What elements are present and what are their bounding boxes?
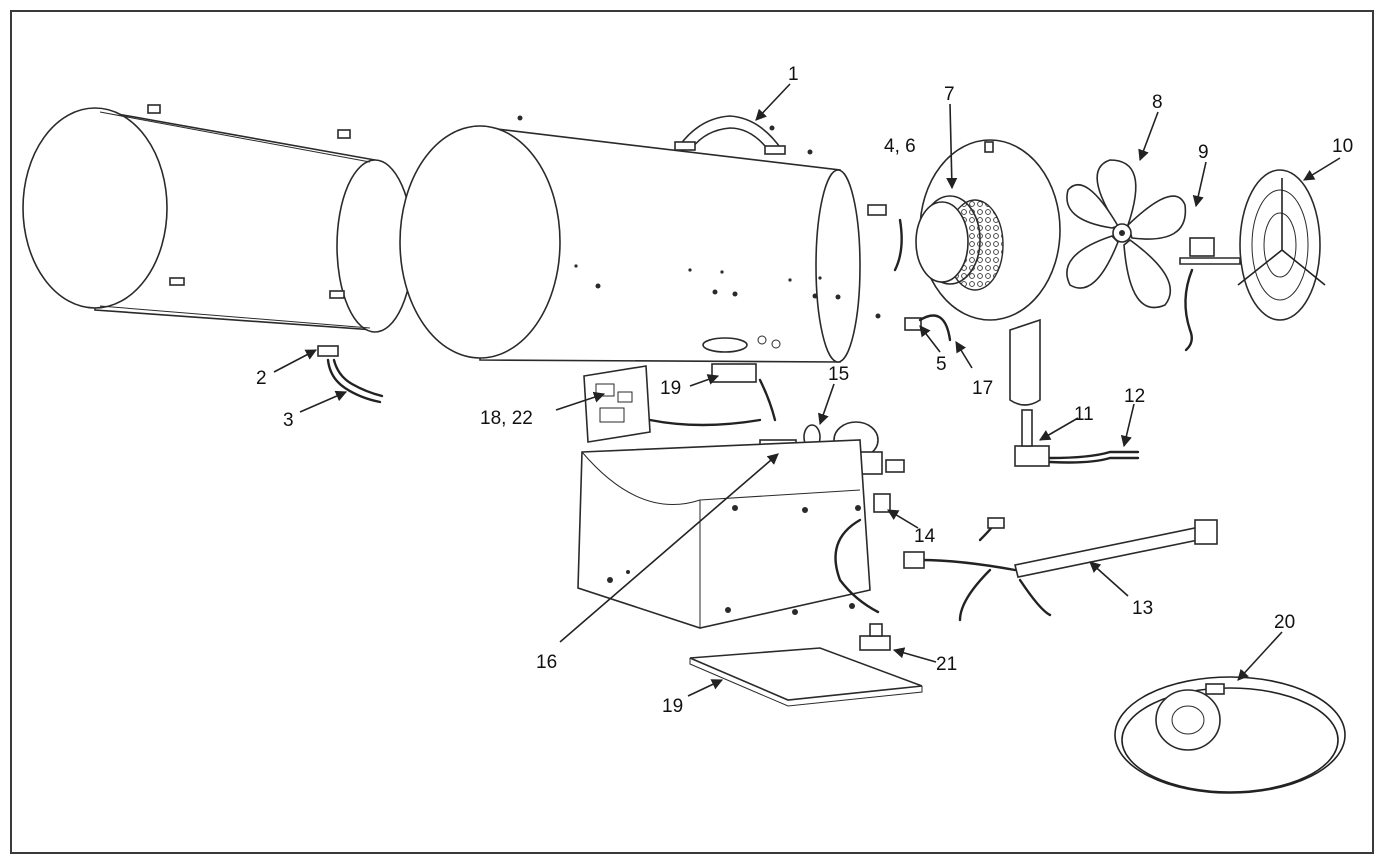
callout-4-6: 4, 6 bbox=[884, 136, 916, 157]
callout-19-upper: 19 bbox=[660, 378, 681, 399]
callout-12: 12 bbox=[1124, 386, 1145, 407]
callout-7: 7 bbox=[944, 84, 955, 105]
bottom-panel-part bbox=[689, 647, 923, 707]
hose-regulator-part bbox=[1114, 676, 1346, 794]
callout-15: 15 bbox=[828, 364, 849, 385]
diagram-frame bbox=[10, 10, 1374, 854]
callout-1: 1 bbox=[788, 64, 799, 85]
callout-19-lower: 19 bbox=[662, 696, 683, 717]
sensor-part bbox=[317, 345, 384, 404]
callout-14: 14 bbox=[914, 526, 936, 547]
fan-guard-part bbox=[1237, 169, 1326, 321]
handle-part bbox=[674, 115, 786, 155]
fan-blade-part bbox=[1066, 159, 1187, 309]
front-outer-shell bbox=[399, 115, 881, 363]
combustion-plate-part bbox=[915, 139, 1061, 406]
callout-10: 10 bbox=[1332, 136, 1353, 157]
callout-8: 8 bbox=[1152, 92, 1163, 113]
callout-5: 5 bbox=[936, 354, 947, 375]
leader-lines bbox=[273, 83, 1341, 697]
callout-13: 13 bbox=[1132, 598, 1153, 619]
relay-part bbox=[648, 363, 777, 427]
callout-9: 9 bbox=[1198, 142, 1209, 163]
rear-outer-shell bbox=[22, 104, 414, 333]
igniter-part bbox=[867, 204, 952, 342]
callout-2: 2 bbox=[256, 368, 267, 389]
motor-part bbox=[1179, 237, 1241, 352]
callout-11: 11 bbox=[1074, 404, 1094, 425]
callout-labels: 1 2 3 4, 6 5 7 8 9 10 11 12 13 14 15 16 … bbox=[256, 64, 1353, 717]
circuit-board-part bbox=[583, 365, 651, 443]
limit-switch-part bbox=[859, 623, 891, 651]
callout-18-22: 18, 22 bbox=[480, 408, 533, 429]
callout-16: 16 bbox=[536, 652, 557, 673]
callout-20: 20 bbox=[1274, 612, 1295, 633]
base-housing-part bbox=[577, 439, 871, 629]
callout-21: 21 bbox=[936, 654, 957, 675]
callout-17: 17 bbox=[972, 378, 993, 399]
nozzle-part bbox=[1014, 409, 1140, 467]
pressure-switch-part bbox=[834, 493, 891, 614]
callout-3: 3 bbox=[283, 410, 294, 431]
power-cord-part bbox=[903, 517, 1218, 622]
